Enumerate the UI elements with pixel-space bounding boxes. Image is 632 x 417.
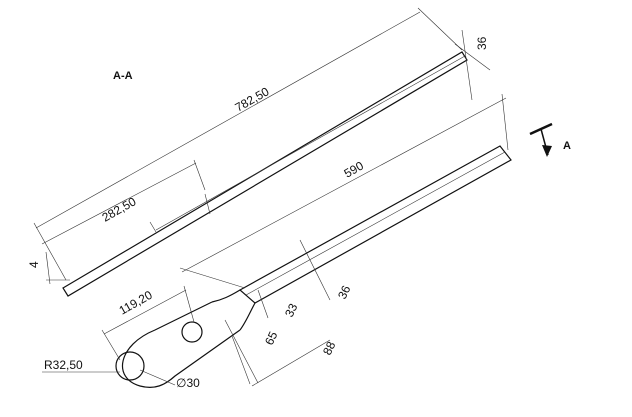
dim-upper-segment: 282,50 <box>41 159 206 245</box>
dim-width-flat-label: 36 <box>335 283 353 301</box>
view-arrow-label: A <box>563 140 571 152</box>
dim-hole-diameter: ∅30 <box>139 369 200 390</box>
dim-flat-length-label: 590 <box>342 158 367 180</box>
dim-radius: R32,50 <box>42 358 120 373</box>
dim-neck-width-label: 33 <box>282 301 300 319</box>
end-hole-large <box>115 351 145 381</box>
dim-width-top: 36 <box>454 29 491 101</box>
dim-hole-spacing: 119,20 <box>101 285 195 361</box>
dim-flat-length: 590 <box>179 93 509 289</box>
flat-bar-edge-line <box>245 151 506 296</box>
dim-overall-length: 782,50 <box>33 7 463 281</box>
section-bar-inner-line <box>155 55 466 231</box>
dim-upper-segment-label: 282,50 <box>100 194 139 224</box>
section-label: A-A <box>113 70 133 82</box>
dim-end-length: 88 <box>231 335 338 387</box>
dim-radius-label: R32,50 <box>44 358 83 372</box>
dim-neck-width: 33 <box>257 289 300 319</box>
neck-outline <box>211 289 256 331</box>
section-bar-mid-line <box>204 193 211 215</box>
dim-end-length-label: 88 <box>320 339 338 357</box>
dim-overall-length-label: 782,50 <box>233 84 272 114</box>
dim-end-width-label: 65 <box>262 329 280 347</box>
dim-width-top-label: 36 <box>475 36 489 50</box>
flat-bar-outline <box>238 145 512 304</box>
part-main-view <box>115 145 512 388</box>
dim-width-flat: 36 <box>299 239 353 301</box>
end-plate-outline <box>122 301 241 388</box>
view-arrow-a: A <box>529 122 571 157</box>
section-bar-outline <box>62 51 468 297</box>
dim-hole-diameter-label: ∅30 <box>176 376 200 390</box>
dim-thickness: 4 <box>27 251 70 285</box>
section-bar-step-line <box>149 221 157 233</box>
end-hole-small <box>181 321 203 343</box>
dim-thickness-label: 4 <box>27 261 41 268</box>
dim-hole-spacing-label: 119,20 <box>117 288 155 318</box>
dim-end-width: 65 <box>224 319 280 384</box>
section-view-a-a <box>62 51 468 297</box>
